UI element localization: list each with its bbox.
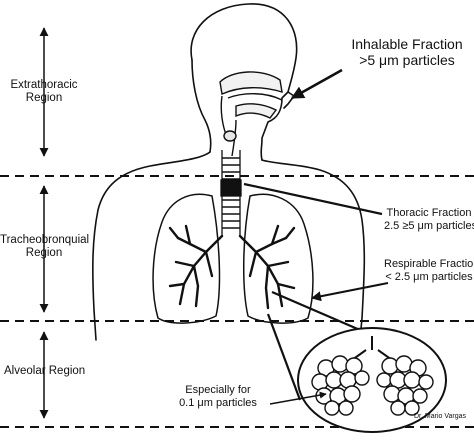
inhalable-fraction-label: Inhalable Fraction >5 μm particles bbox=[340, 36, 474, 68]
respirable-fraction-line1: Respirable Fraction bbox=[384, 258, 474, 270]
human-figure-outline bbox=[92, 3, 366, 341]
nasal-oral-cavity bbox=[219, 71, 283, 157]
inhalable-fraction-line2: >5 μm particles bbox=[359, 52, 455, 69]
tracheobronquial-line2: Region bbox=[25, 247, 63, 260]
bronchial-tree-right bbox=[238, 224, 296, 310]
thoracic-fraction-line2: 2.5 ≥5 μm particles bbox=[384, 219, 474, 232]
especially-pointer-arrow bbox=[269, 391, 327, 405]
trachea bbox=[220, 150, 242, 236]
especially-line2: 0.1 μm particles bbox=[179, 396, 257, 409]
respirable-pointer-arrow bbox=[311, 282, 389, 302]
right-lung bbox=[243, 193, 314, 324]
thoracic-pointer-arrow bbox=[243, 182, 383, 216]
author-credit: Dr. Mario Vargas bbox=[414, 413, 466, 420]
inhalable-fraction-line1: Inhalable Fraction bbox=[351, 36, 463, 52]
extrathoracic-line2: Region bbox=[25, 92, 63, 105]
especially-line1: Especially for bbox=[185, 384, 251, 396]
inhalable-pointer-arrow bbox=[290, 68, 343, 100]
magnifier-line-lower bbox=[266, 313, 302, 401]
respirable-fraction-label: Respirable Fraction < 2.5 μm particles bbox=[384, 258, 474, 283]
extrathoracic-line1: Extrathoracic bbox=[10, 79, 78, 91]
thoracic-fraction-line1: Thoracic Fraction bbox=[386, 207, 472, 219]
thoracic-fraction-label: Thoracic Fraction 2.5 ≥5 μm particles bbox=[384, 207, 474, 232]
tracheobronquial-line1: Tracheobronquial bbox=[0, 234, 90, 246]
magnifier-line-upper bbox=[271, 290, 361, 332]
bronchial-tree-left bbox=[168, 224, 224, 308]
respirable-fraction-line2: < 2.5 μm particles bbox=[385, 270, 473, 283]
tracheobronquial-region-label: Tracheobronquial Region bbox=[0, 234, 90, 260]
alveoli-magnified-view bbox=[297, 327, 447, 433]
left-lung bbox=[152, 193, 221, 324]
alveolar-region-label: Alveolar Region bbox=[4, 365, 86, 377]
extrathoracic-region-label: Extrathoracic Region bbox=[2, 79, 86, 105]
especially-label: Especially for 0.1 μm particles bbox=[168, 384, 268, 409]
